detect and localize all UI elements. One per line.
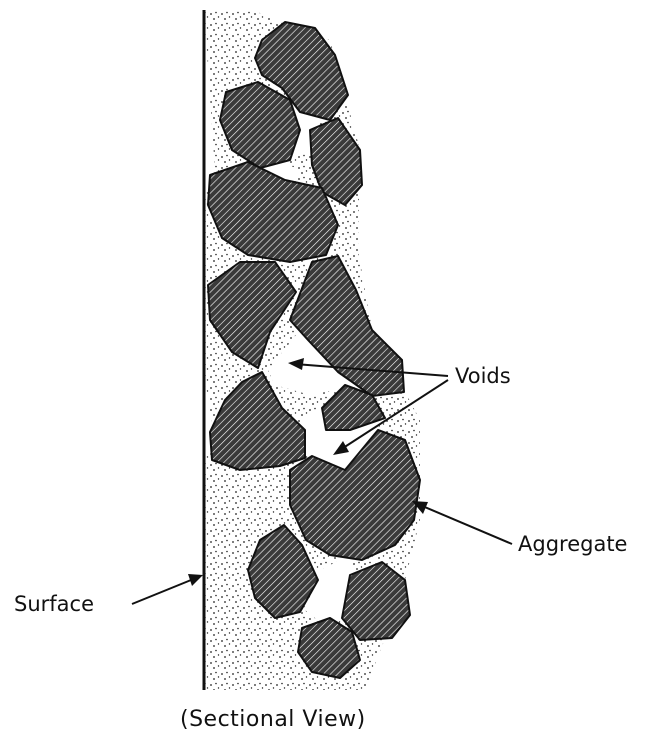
aggregate-label: Aggregate — [518, 532, 627, 556]
surface-arrowhead — [188, 574, 203, 586]
caption: (Sectional View) — [180, 707, 366, 732]
surface-arrow — [132, 578, 196, 604]
aggregate-arrow — [420, 505, 512, 544]
surface-label: Surface — [14, 592, 94, 616]
voids-label: Voids — [455, 364, 511, 388]
